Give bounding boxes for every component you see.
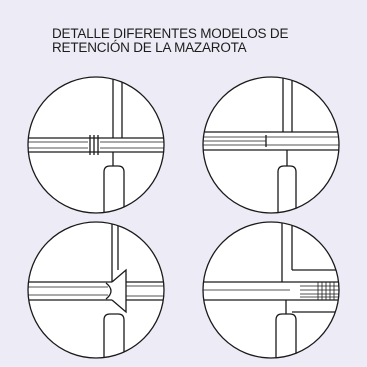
detail-circle <box>27 76 165 214</box>
title-line-1: DETALLE DIFERENTES MODELOS DE <box>52 26 289 41</box>
title-line-2: RETENCIÓN DE LA MAZAROTA <box>52 40 247 55</box>
figure-title: DETALLE DIFERENTES MODELOS DE RETENCIÓN … <box>52 27 288 55</box>
detail-circle <box>27 221 165 359</box>
detail-ring-retention <box>27 76 165 214</box>
detail-threaded-retention <box>202 221 340 359</box>
detail-stepped-retention <box>202 76 340 214</box>
detail-conical-retention <box>27 221 165 359</box>
